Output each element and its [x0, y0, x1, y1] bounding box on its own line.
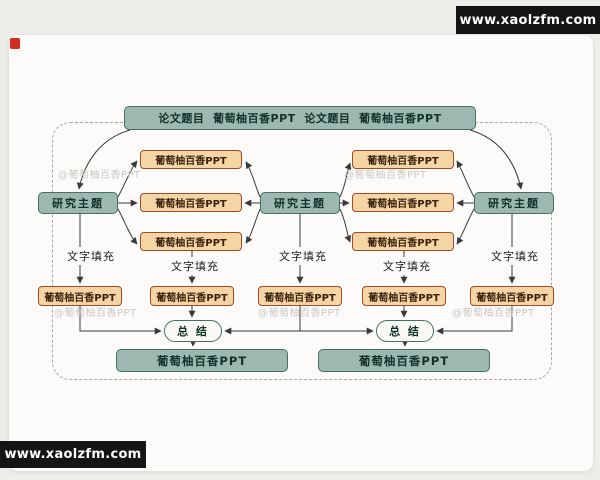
item-node: 葡萄柚百香PPT [140, 193, 242, 212]
item-node: 葡萄柚百香PPT [362, 286, 446, 306]
fill-text-label: 文字填充 [488, 247, 542, 265]
summary-node-left: 总 结 [164, 320, 222, 342]
final-node-left: 葡萄柚百香PPT [116, 349, 288, 372]
topic-node-center: 研究主题 [260, 192, 340, 214]
watermark-bar-top-text: www.xaolzfm.com [459, 12, 597, 28]
item-node: 葡萄柚百香PPT [352, 150, 454, 169]
watermark-bar-top: www.xaolzfm.com [456, 6, 600, 34]
final-node-right: 葡萄柚百香PPT [318, 349, 490, 372]
watermark-text: @葡萄柚百香PPT [344, 170, 427, 181]
watermark-text: @葡萄柚百香PPT [452, 308, 535, 319]
watermark-bar-bottom-text: www.xaolzfm.com [4, 447, 142, 462]
item-node: 葡萄柚百香PPT [352, 193, 454, 212]
topic-node-right: 研究主题 [474, 192, 554, 214]
item-node: 葡萄柚百香PPT [352, 232, 454, 251]
red-logo-mark [10, 38, 20, 49]
item-node: 葡萄柚百香PPT [470, 286, 554, 306]
watermark-text: @葡萄柚百香PPT [58, 170, 141, 181]
item-node: 葡萄柚百香PPT [140, 232, 242, 251]
item-node: 葡萄柚百香PPT [38, 286, 122, 306]
fill-text-label: 文字填充 [64, 247, 118, 265]
watermark-bar-bottom: www.xaolzfm.com [0, 441, 146, 468]
item-node: 葡萄柚百香PPT [150, 286, 234, 306]
fill-text-label: 文字填充 [276, 247, 330, 265]
summary-node-right: 总 结 [376, 320, 434, 342]
topic-node-left: 研究主题 [38, 192, 118, 214]
item-node: 葡萄柚百香PPT [140, 150, 242, 169]
watermark-text: @葡萄柚百香PPT [258, 308, 341, 319]
title-node: 论文题目 葡萄柚百香PPT 论文题目 葡萄柚百香PPT [124, 106, 476, 130]
watermark-text: @葡萄柚百香PPT [54, 308, 137, 319]
fill-text-label: 文字填充 [380, 257, 434, 275]
fill-text-label: 文字填充 [168, 257, 222, 275]
item-node: 葡萄柚百香PPT [258, 286, 342, 306]
